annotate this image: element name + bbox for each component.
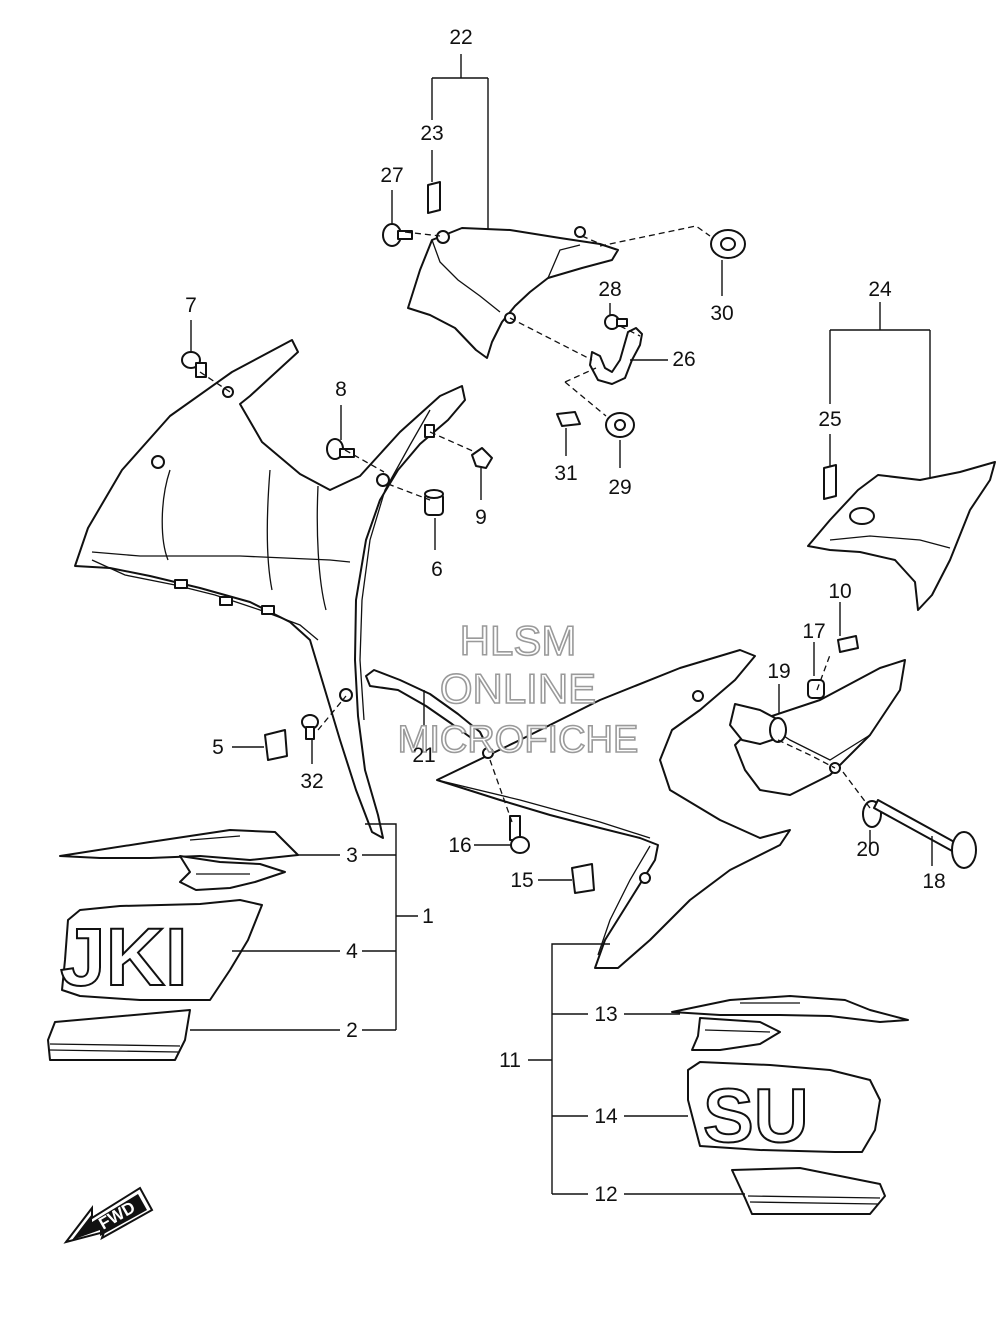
wing-decal-right (671, 995, 909, 1051)
callout-10: 10 (828, 580, 851, 603)
hardware (181, 181, 977, 894)
inner-panel-upper (407, 226, 619, 359)
callout-numbers: 22 23 27 7 8 9 6 28 30 26 31 29 24 25 10… (185, 26, 946, 1206)
callout-7: 7 (185, 294, 197, 317)
callout-14: 14 (594, 1105, 618, 1128)
upper-cowling (74, 339, 466, 839)
callout-4: 4 (346, 940, 358, 963)
callout-26: 26 (672, 348, 695, 371)
callout-32: 32 (300, 770, 323, 793)
leader-lines (190, 54, 933, 1195)
decal-panel-left: JKI (59, 899, 263, 1004)
watermark-line-3: MICROFICHE (398, 719, 639, 761)
intake-cover (807, 461, 996, 611)
callout-16: 16 (448, 834, 471, 857)
callout-20: 20 (856, 838, 879, 861)
stripe-decal-left (47, 1009, 191, 1061)
decal-text-left: JKI (60, 912, 188, 1003)
side-duct (734, 659, 906, 796)
callout-31: 31 (554, 462, 577, 485)
callout-28: 28 (598, 278, 621, 301)
decal-text-right: SU (703, 1074, 809, 1159)
callout-2: 2 (346, 1019, 358, 1042)
callout-13: 13 (594, 1003, 617, 1026)
callout-1: 1 (422, 905, 434, 928)
bracket-26 (589, 327, 643, 385)
callout-17: 17 (802, 620, 825, 643)
callout-21: 21 (412, 744, 435, 767)
callout-11: 11 (499, 1049, 521, 1072)
callout-12: 12 (594, 1183, 617, 1206)
callout-15: 15 (510, 869, 533, 892)
callout-23: 23 (420, 122, 443, 145)
fwd-arrow-icon (72, 1194, 147, 1240)
callout-27: 27 (380, 164, 403, 187)
stripe-decal-right (731, 1167, 886, 1215)
brace-21 (365, 669, 485, 741)
decal-panel-right: SU (687, 1061, 881, 1160)
watermark-line-1: HLSM (460, 617, 577, 664)
callout-8: 8 (335, 378, 347, 401)
callout-5: 5 (212, 736, 224, 759)
callout-24: 24 (868, 278, 892, 301)
callout-29: 29 (608, 476, 631, 499)
side-cowling-right (436, 649, 791, 969)
watermark-line-2: ONLINE (440, 665, 596, 712)
callout-22: 22 (449, 26, 472, 49)
callout-30: 30 (710, 302, 733, 325)
fwd-arrow: FWD (63, 1186, 154, 1244)
callout-3: 3 (346, 844, 358, 867)
callout-9: 9 (475, 506, 487, 529)
watermark: HLSM ONLINE MICROFICHE (397, 616, 639, 762)
callout-19: 19 (767, 660, 790, 683)
callout-18: 18 (922, 870, 945, 893)
callout-25: 25 (818, 408, 841, 431)
assembly-lines (199, 225, 871, 823)
callout-6: 6 (431, 558, 443, 581)
wing-decal-left (59, 829, 299, 891)
